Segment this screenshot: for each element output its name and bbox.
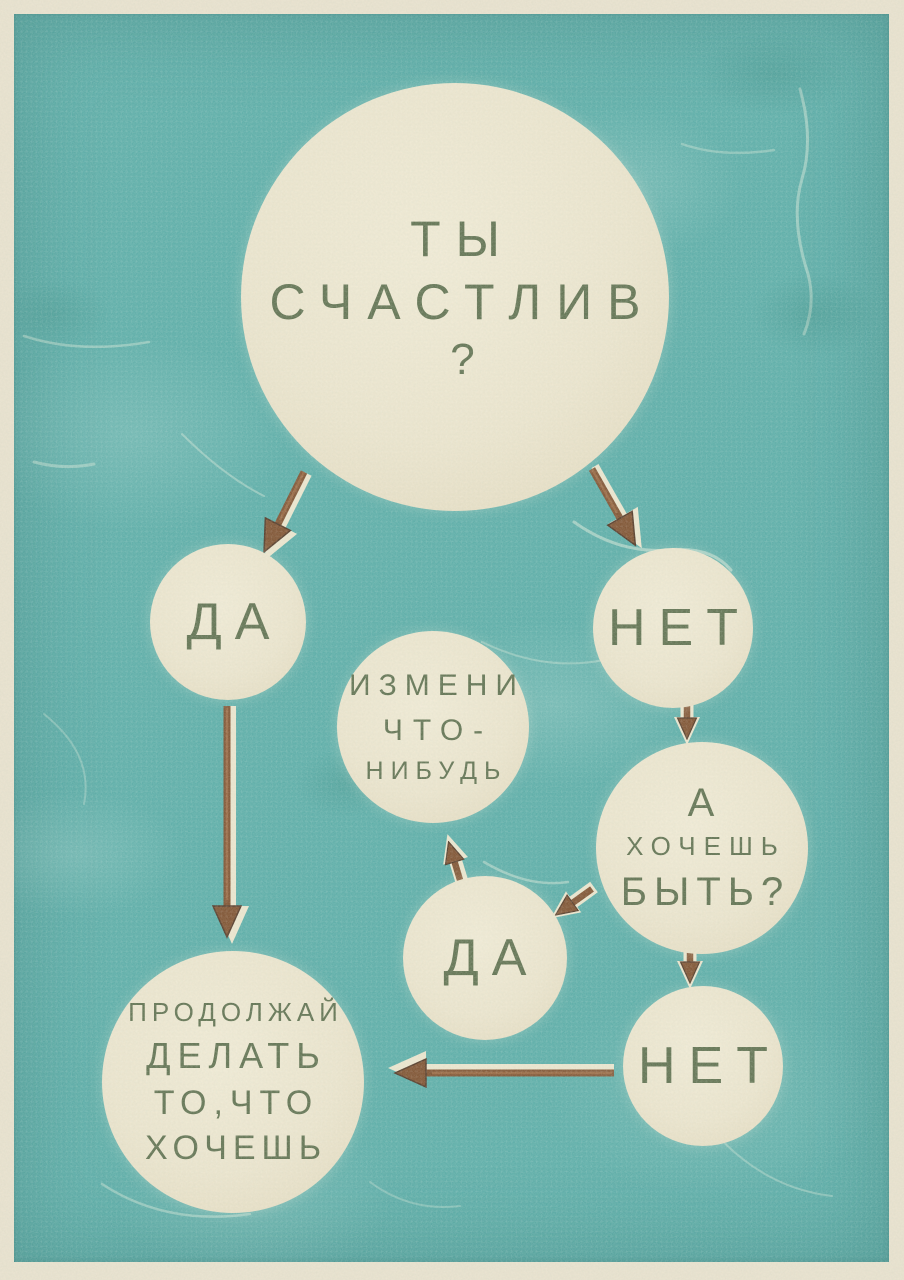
node-are-you-happy: ТЫ СЧАСТЛИВ ? xyxy=(241,83,669,511)
keep-line-2: ДЕЛАТЬ xyxy=(146,1034,327,1076)
arrow-root-to-no xyxy=(588,464,642,549)
want-line-3: БЫТЬ? xyxy=(620,869,791,914)
want-line-2: ХОЧЕШЬ xyxy=(626,830,786,861)
root-line-2: СЧАСТЛИВ xyxy=(269,273,656,330)
node-keep-doing: ПРОДОЛЖАЙ ДЕЛАТЬ ТО,ЧТО ХОЧЕШЬ xyxy=(102,951,364,1213)
change-line-1: ИЗМЕНИ xyxy=(349,669,525,703)
yes-left-label: ДА xyxy=(186,593,283,651)
arrow-no-to-keep xyxy=(388,1051,614,1089)
node-yes-left: ДА xyxy=(150,544,306,700)
arrow-want-to-yes xyxy=(550,881,598,919)
want-line-1: А xyxy=(687,780,717,825)
no-right-label: НЕТ xyxy=(608,599,751,657)
node-yes-center: ДА xyxy=(403,876,567,1040)
poster-canvas: ТЫ СЧАСТЛИВ ? ДА НЕТ ИЗМЕНИ ЧТО- НИБУДЬ … xyxy=(14,14,889,1262)
root-question-mark: ? xyxy=(450,334,475,384)
node-no-right: НЕТ xyxy=(593,548,753,708)
yes-center-label: ДА xyxy=(443,929,540,987)
change-line-3: НИБУДЬ xyxy=(365,757,508,786)
change-line-2: ЧТО- xyxy=(382,714,494,748)
node-change-something: ИЗМЕНИ ЧТО- НИБУДЬ xyxy=(337,631,529,823)
no-bottom-label: НЕТ xyxy=(638,1037,781,1095)
keep-line-3: ТО,ЧТО xyxy=(153,1083,320,1122)
keep-line-4: ХОЧЕШЬ xyxy=(144,1129,328,1168)
arrow-root-to-yes xyxy=(263,470,312,561)
node-want-to-be: А ХОЧЕШЬ БЫТЬ? xyxy=(596,742,808,954)
arrow-yes-to-keep xyxy=(211,706,249,944)
node-no-bottom: НЕТ xyxy=(623,986,783,1146)
root-line-1: ТЫ xyxy=(410,210,515,267)
keep-line-1: ПРОДОЛЖАЙ xyxy=(128,996,343,1027)
